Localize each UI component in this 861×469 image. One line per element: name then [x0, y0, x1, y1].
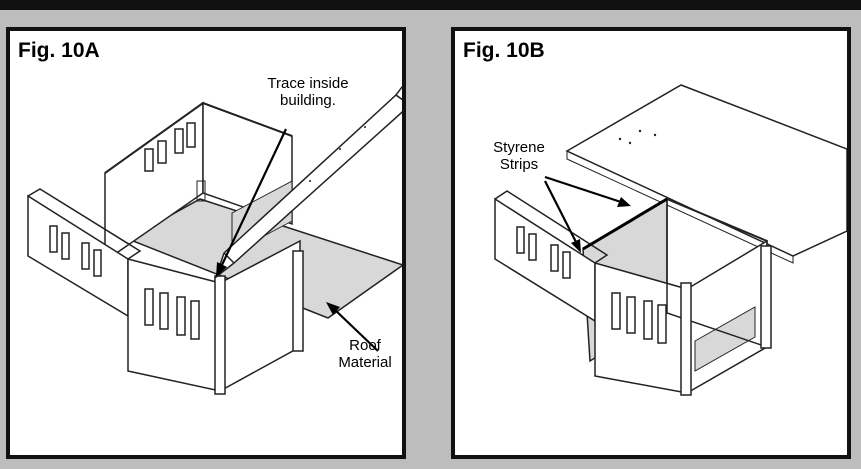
- trace-label: Trace inside building.: [267, 75, 349, 109]
- front-wall: [594, 262, 688, 394]
- styrene-strips-label: Styrene Strips: [493, 139, 545, 173]
- figure-10b-illustration: [494, 84, 847, 396]
- figure-title: Fig. 10B: [463, 39, 545, 62]
- pencil: [214, 94, 402, 280]
- styrene-strip: [582, 197, 668, 251]
- left-wall: [494, 197, 596, 323]
- figure-10b-panel: Fig. 10B Styrene Strips: [451, 27, 851, 459]
- front-wall: [127, 258, 221, 392]
- roof-sheet: [565, 84, 847, 257]
- figure-10a-illustration: [27, 85, 402, 395]
- figure-10a-panel: Fig. 10A Trace inside building. Roof Mat…: [6, 27, 406, 459]
- roof-material-label: Roof Material: [338, 337, 392, 371]
- top-frame-bar: [0, 0, 861, 10]
- figure-title: Fig. 10A: [18, 39, 100, 62]
